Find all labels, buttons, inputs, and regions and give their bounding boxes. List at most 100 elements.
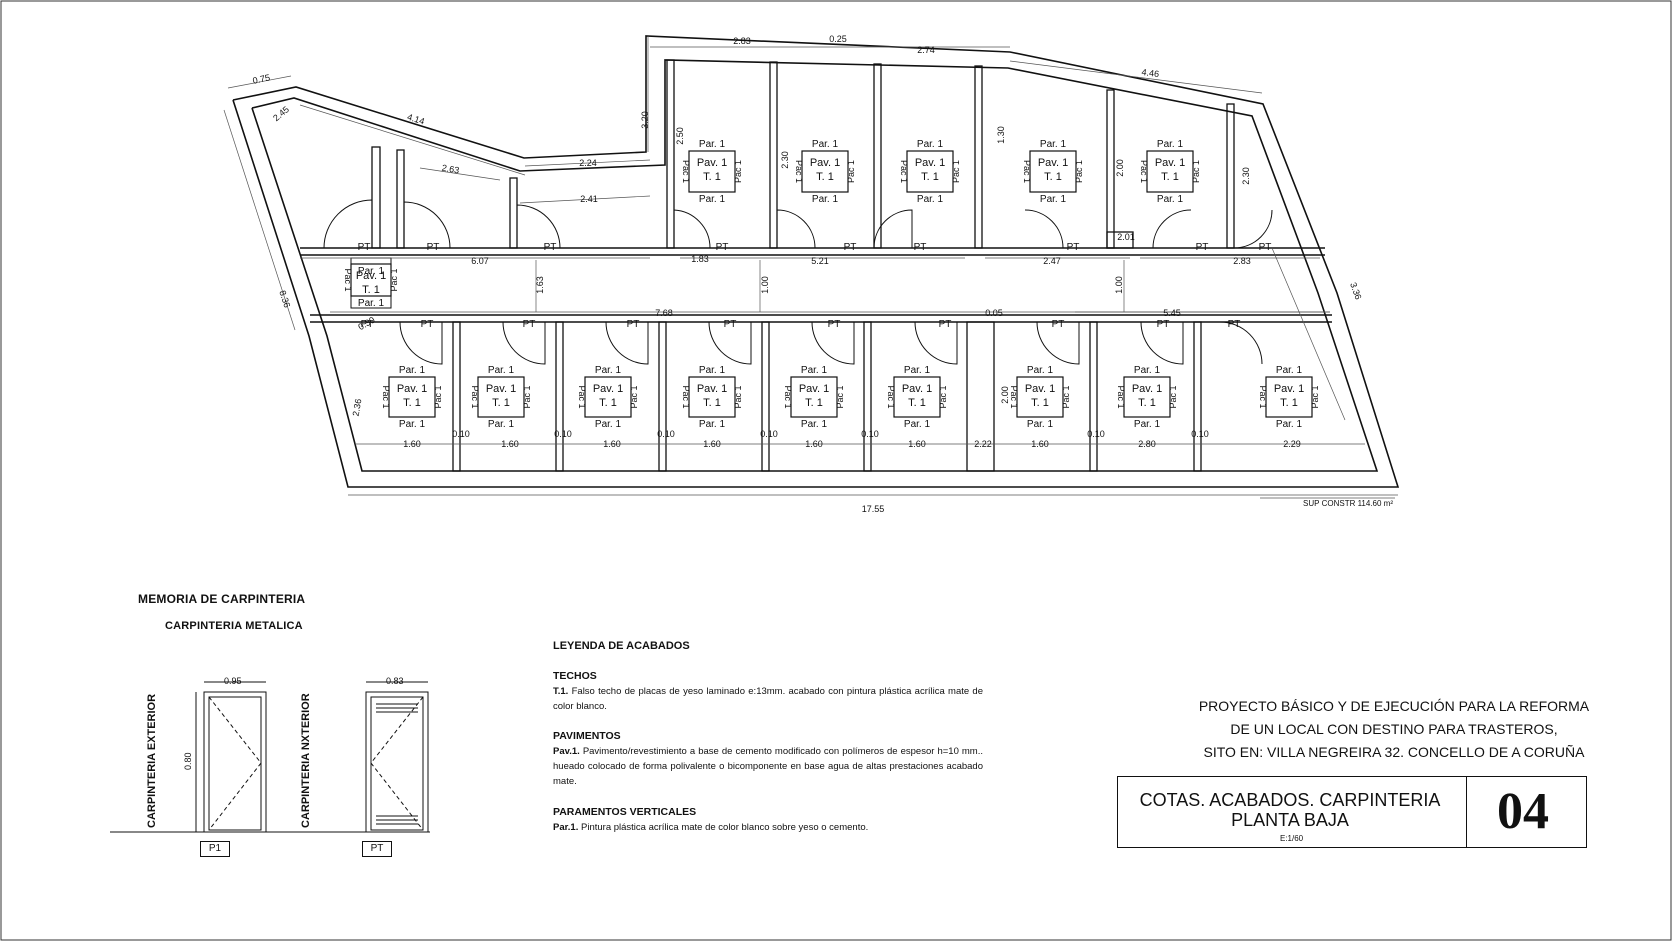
dim-1-60: 1.60 — [1031, 439, 1049, 449]
door-tag-pt: PT — [1196, 242, 1209, 253]
room-tag-pac: Pac 1 — [794, 160, 804, 183]
dim-6-07: 6.07 — [471, 256, 489, 266]
room-tag-pac: Pac 1 — [1022, 160, 1032, 183]
dim-5-45: 5.45 — [1163, 308, 1181, 318]
dim-2-74: 2.74 — [917, 45, 935, 55]
dim-2-29: 2.29 — [1283, 439, 1301, 449]
dim-17-55: 17.55 — [862, 504, 885, 514]
dim-4-14: 4.14 — [406, 112, 426, 127]
legend-pavimentos-heading: PAVIMENTOS — [553, 730, 621, 742]
room-tag-pac: Pac 1 — [681, 385, 691, 408]
room-tag-pac: Pac 1 — [522, 385, 532, 408]
room-tag-boxes — [350, 150, 1313, 418]
dim-0-05: 0.05 — [985, 308, 1003, 318]
dim-3-36: 3.36 — [1348, 281, 1363, 301]
room-tag-pac: Pac 1 — [899, 160, 909, 183]
room-tag-pac: Pac 1 — [1061, 385, 1071, 408]
room-tag-par: Par. 1 — [699, 419, 726, 430]
room-tag-pav: Pav. 1 — [697, 383, 727, 395]
room-tag-pav: Pav. 1 — [915, 157, 945, 169]
room-tag-pac: Pac 1 — [846, 160, 856, 183]
room-tag-pav: Pav. 1 — [697, 157, 727, 169]
corridor-walls — [300, 247, 1332, 323]
room-tag-pav: Pav. 1 — [902, 383, 932, 395]
title-block-divider — [1466, 776, 1467, 848]
room-tag-pav: Pav. 1 — [799, 383, 829, 395]
door1-tag: P1 — [200, 841, 230, 857]
dim-2-22: 2.22 — [974, 439, 992, 449]
dim-2-83: 2.83 — [733, 36, 751, 46]
room-tag-pav: Pav. 1 — [1038, 157, 1068, 169]
dim-4-46: 4.46 — [1141, 67, 1160, 79]
dim-1-00: 1.00 — [1114, 276, 1124, 294]
dim-2-63: 2.63 — [441, 163, 460, 176]
room-tag-pav: Pav. 1 — [1132, 383, 1162, 395]
door-tag-pt: PT — [358, 242, 371, 253]
dim-0-10: 0.10 — [452, 429, 470, 439]
dim-1-60: 1.60 — [703, 439, 721, 449]
room-tag-pac: Pac 1 — [938, 385, 948, 408]
sheet-scale: E:1/60 — [1280, 834, 1304, 843]
door-tag-pt: PT — [421, 319, 434, 330]
memoria-title: MEMORIA DE CARPINTERIA — [138, 592, 306, 606]
room-tag-pac: Pac 1 — [389, 268, 399, 291]
room-tag-pav: Pav. 1 — [397, 383, 427, 395]
room-tag-par: Par. 1 — [699, 194, 726, 205]
room-tag-pav: Pav. 1 — [1155, 157, 1185, 169]
door1-height: 0.80 — [183, 752, 193, 770]
room-tag-par: Par. 1 — [699, 365, 726, 376]
dim-0-75: 0.75 — [252, 72, 271, 85]
room-tag-pac: Pac 1 — [1074, 160, 1084, 183]
room-tag-pac: Pac 1 — [783, 385, 793, 408]
project-line-2: DE UN LOCAL CON DESTINO PARA TRASTEROS, — [1230, 721, 1558, 737]
dim-0-25: 0.25 — [829, 34, 847, 44]
room-tag-t: T. 1 — [805, 397, 823, 409]
room-tag-par: Par. 1 — [1276, 419, 1303, 430]
bottom-partitions — [452, 321, 1202, 472]
dim-8-36: 8.36 — [277, 289, 292, 309]
dim-1-83: 1.83 — [691, 254, 709, 264]
legend-techos-text: T.1. Falso techo de placas de yeso lamin… — [553, 686, 984, 712]
room-tag-par: Par. 1 — [1134, 365, 1161, 376]
dim-0-10: 0.10 — [554, 429, 572, 439]
room-tag-par: Par. 1 — [904, 419, 931, 430]
dim-5-21: 5.21 — [811, 256, 829, 266]
room-tag-par: Par. 1 — [801, 365, 828, 376]
door-tag-pt: PT — [939, 319, 952, 330]
room-tag-pac: Pac 1 — [886, 385, 896, 408]
plan-annotations: Par. 1 Pav. 1 T. 1 Par. 1 Pac 1 Pac 1 Par. 1 Pa… — [252, 34, 1394, 514]
door-tag-pt: PT — [1259, 242, 1272, 253]
project-line-1: PROYECTO BÁSICO Y DE EJECUCIÓN PARA LA R… — [1198, 698, 1590, 714]
room-tag-pac: Pac 1 — [1139, 160, 1149, 183]
room-tag-t: T. 1 — [908, 397, 926, 409]
room-tag-t: T. 1 — [599, 397, 617, 409]
room-tag-pac: Pac 1 — [1258, 385, 1268, 408]
dim-1-60: 1.60 — [501, 439, 519, 449]
door-swings-top — [323, 199, 1273, 249]
memoria-subtitle: CARPINTERIA METALICA — [165, 620, 303, 632]
room-tag-par: Par. 1 — [1157, 139, 1184, 150]
dim-2-47: 2.47 — [1043, 256, 1061, 266]
room-tag-pac: Pac 1 — [381, 385, 391, 408]
room-tag-par: Par. 1 — [1276, 365, 1303, 376]
room-tag-pac: Pac 1 — [433, 385, 443, 408]
dim-0-10: 0.10 — [760, 429, 778, 439]
room-tag-pac: Pac 1 — [733, 385, 743, 408]
room-tag-t: T. 1 — [921, 171, 939, 183]
room-tag-par: Par. 1 — [399, 365, 426, 376]
legend-paramentos-heading: PARAMENTOS VERTICALES — [553, 806, 697, 818]
dim-1-60: 1.60 — [403, 439, 421, 449]
dim-1-60: 1.60 — [603, 439, 621, 449]
room-tag-par: Par. 1 — [699, 139, 726, 150]
dim-0-10: 0.10 — [1191, 429, 1209, 439]
room-tag-par: Par. 1 — [904, 365, 931, 376]
dim-1-63: 1.63 — [535, 276, 545, 294]
door-elevations — [110, 681, 430, 833]
door-tag-pt: PT — [914, 242, 927, 253]
dim-2-45: 2.45 — [271, 104, 291, 123]
room-tag-pav: Pav. 1 — [593, 383, 623, 395]
dim-2-24: 2.24 — [579, 158, 597, 168]
dim-2-41: 2.41 — [580, 194, 598, 204]
